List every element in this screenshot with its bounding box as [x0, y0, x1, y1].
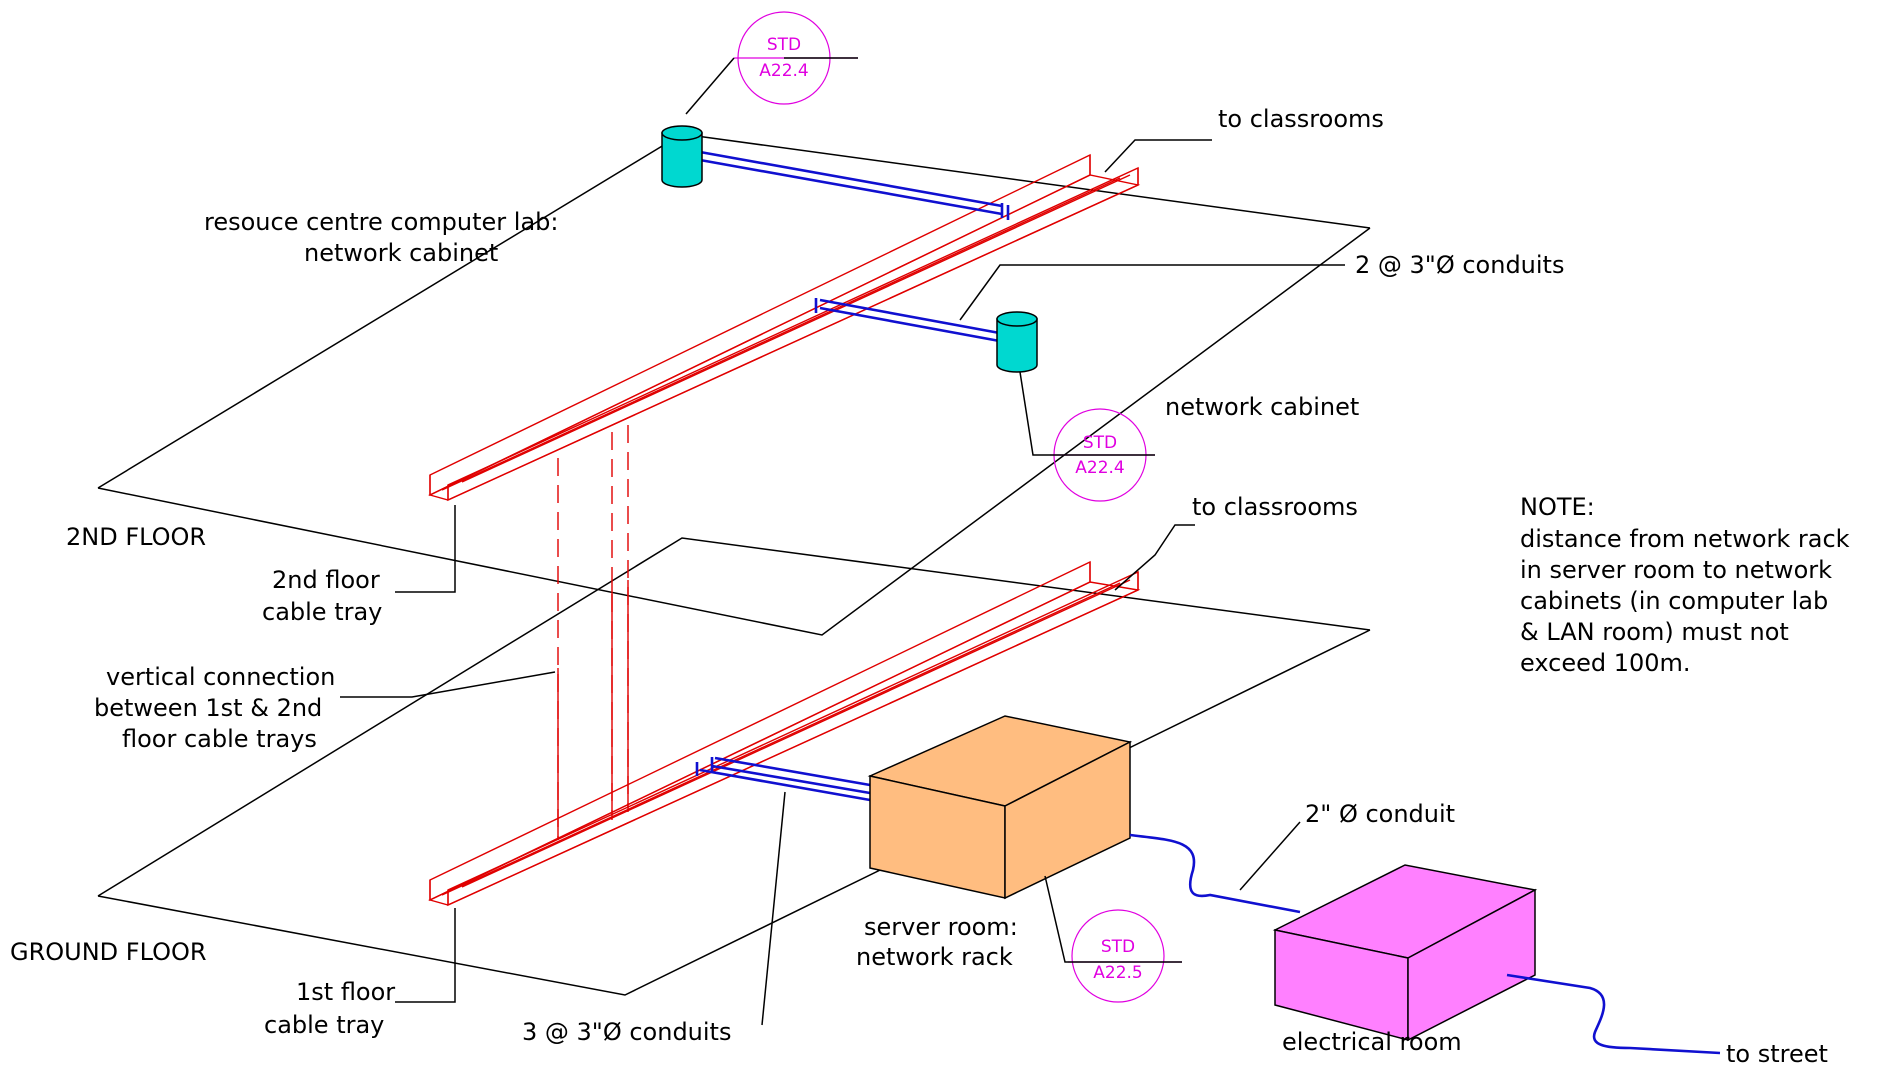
label-vertical-line2: between 1st & 2nd	[94, 694, 322, 722]
second-floor-cable-tray	[428, 153, 1141, 502]
label-tray-2nd-line2: cable tray	[262, 598, 382, 626]
leader-lines	[340, 139, 1345, 1026]
street-conduit	[1506, 973, 1721, 1055]
note-title: NOTE:	[1520, 493, 1595, 521]
std-tag-top-code: STD	[767, 35, 801, 55]
first-floor-cable-tray	[428, 560, 1141, 907]
ground-floor-conduits	[695, 756, 871, 802]
box-icon	[1272, 864, 1538, 1042]
label-resource-centre-line1: resouce centre computer lab:	[204, 208, 558, 236]
two-inch-conduit	[1129, 833, 1301, 914]
std-tag-top: STD A22.4	[685, 11, 858, 115]
label-conduits-2nd: 2 @ 3"Ø conduits	[1355, 251, 1564, 279]
label-tray-2nd-line1: 2nd floor	[272, 566, 380, 594]
note-line5: exceed 100m.	[1520, 649, 1691, 677]
computer-lab-network-cabinet	[661, 125, 703, 188]
note-line1: distance from network rack	[1520, 525, 1850, 553]
label-vertical-line3: floor cable trays	[122, 725, 317, 753]
std-tag-cabinet-code: STD	[1083, 433, 1117, 453]
label-to-classrooms-bottom: to classrooms	[1192, 493, 1358, 521]
label-network-cabinet: network cabinet	[1165, 393, 1359, 421]
note-line3: cabinets (in computer lab	[1520, 587, 1828, 615]
note-line4: & LAN room) must not	[1520, 618, 1789, 646]
label-ground-floor: GROUND FLOOR	[10, 938, 207, 966]
std-tag-server-code: STD	[1101, 937, 1135, 957]
std-tag-server: STD A22.5	[1044, 875, 1182, 1003]
label-vertical-line1: vertical connection	[106, 663, 335, 691]
label-to-classrooms-top: to classrooms	[1218, 105, 1384, 133]
std-tag-cabinet: STD A22.4	[1019, 371, 1155, 502]
label-conduits-ground: 3 @ 3"Ø conduits	[522, 1018, 731, 1046]
box-icon	[867, 715, 1133, 900]
label-conduit-2in: 2" Ø conduit	[1305, 800, 1455, 828]
label-second-floor: 2ND FLOOR	[66, 523, 206, 551]
label-to-street: to street	[1726, 1040, 1828, 1065]
electrical-room-box	[1272, 864, 1538, 1042]
std-tag-top-ref: A22.4	[759, 61, 808, 81]
vertical-riser-connection	[557, 425, 629, 840]
second-floor-network-cabinet	[996, 311, 1038, 373]
cylinder-icon	[996, 311, 1038, 373]
label-server-line2: network rack	[856, 943, 1013, 971]
std-tag-cabinet-ref: A22.4	[1075, 458, 1124, 478]
server-room-network-rack	[867, 715, 1133, 900]
label-tray-1st-line2: cable tray	[264, 1011, 384, 1039]
cylinder-icon	[661, 125, 703, 188]
label-electrical-room: electrical room	[1282, 1028, 1462, 1056]
std-tag-server-ref: A22.5	[1093, 963, 1142, 983]
second-floor-conduits	[699, 150, 1010, 344]
note-line2: in server room to network	[1520, 556, 1832, 584]
label-tray-1st-line1: 1st floor	[296, 978, 395, 1006]
label-resource-centre-line2: network cabinet	[304, 239, 498, 267]
note-block: NOTE: distance from network rack in serv…	[1520, 493, 1850, 677]
label-server-line1: server room:	[864, 913, 1018, 941]
